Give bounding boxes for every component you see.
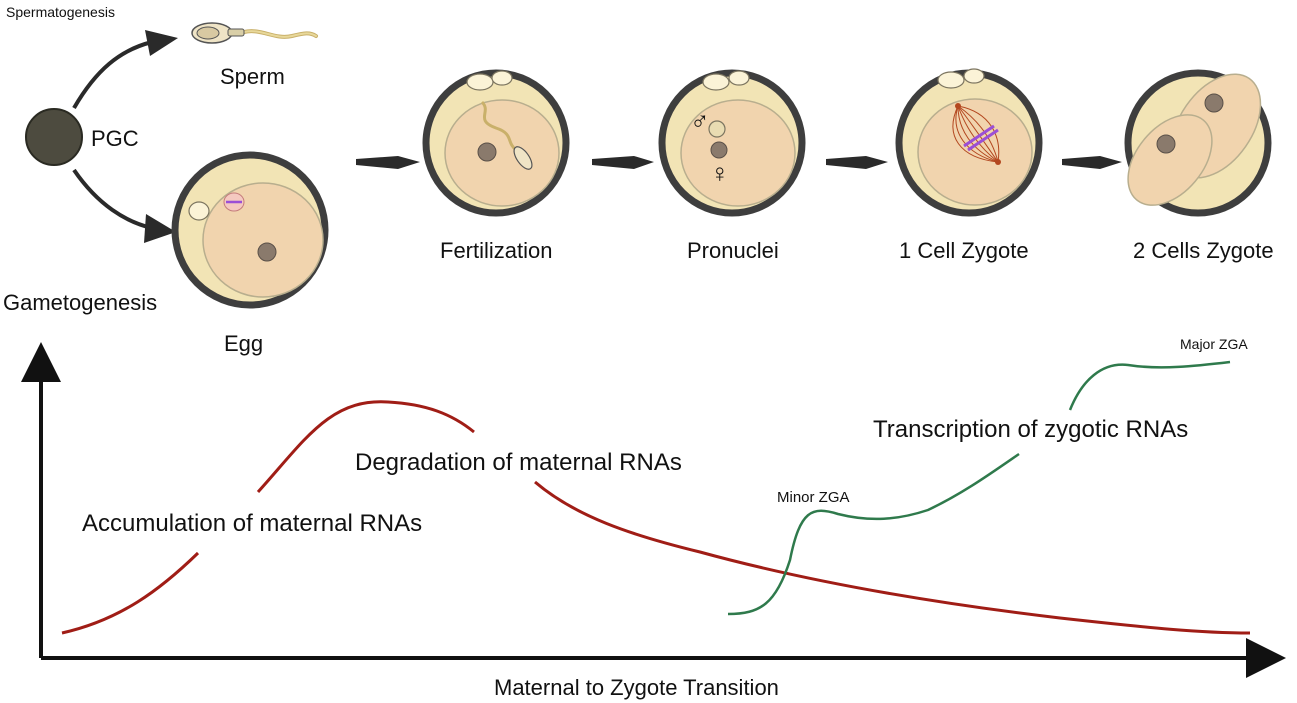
label-x-axis: Maternal to Zygote Transition	[494, 675, 779, 700]
pgc-cell	[25, 108, 83, 166]
label-spermatogenesis: Spermatogenesis	[6, 4, 115, 20]
label-pronuclei: Pronuclei	[687, 238, 779, 263]
maternal-curve-accumulation-peak	[256, 400, 475, 494]
label-fertilization: Fertilization	[440, 238, 553, 263]
arrow-to-egg-head	[144, 214, 176, 243]
arrow-to-sperm-head	[145, 30, 178, 56]
label-minor-zga: Minor ZGA	[777, 489, 850, 506]
arrow-pronuclei-to-1cell	[826, 156, 888, 169]
arrow-fertilization-to-pronuclei	[592, 156, 654, 169]
one-cell-zygote	[895, 68, 1043, 217]
egg-cell	[171, 151, 329, 309]
label-pgc: PGC	[91, 126, 139, 151]
label-gametogenesis: Gametogenesis	[3, 290, 158, 315]
male-symbol-icon: ♂	[690, 105, 710, 135]
label-major-zga: Major ZGA	[1180, 336, 1248, 352]
sperm-illustration	[191, 22, 318, 44]
label-degradation-maternal-rnas: Degradation of maternal RNAs	[355, 449, 682, 476]
arrow-to-sperm	[72, 40, 153, 110]
spindle-fibers	[952, 105, 1000, 163]
arrow-to-egg	[72, 168, 153, 230]
pronuclei-cell	[658, 69, 806, 217]
maternal-curve-accumulation-low	[61, 551, 200, 635]
label-transcription-zygotic-rnas: Transcription of zygotic RNAs	[873, 416, 1189, 443]
label-one-cell-zygote: 1 Cell Zygote	[899, 238, 1029, 263]
label-sperm: Sperm	[220, 64, 285, 89]
two-cells-zygote	[1124, 69, 1272, 217]
arrow-egg-to-fertilization	[356, 156, 420, 169]
label-accumulation-maternal-rnas: Accumulation of maternal RNAs	[82, 510, 423, 537]
zygotic-curve-major	[1068, 360, 1231, 411]
maternal-curve-degradation	[534, 480, 1251, 635]
label-two-cells-zygote: 2 Cells Zygote	[1133, 238, 1274, 263]
zygotic-curve-minor	[727, 452, 1020, 616]
label-egg: Egg	[224, 331, 264, 356]
fertilization-cell	[422, 69, 570, 217]
female-symbol-icon: ♀	[710, 158, 730, 188]
arrow-1cell-to-2cells	[1062, 156, 1122, 169]
